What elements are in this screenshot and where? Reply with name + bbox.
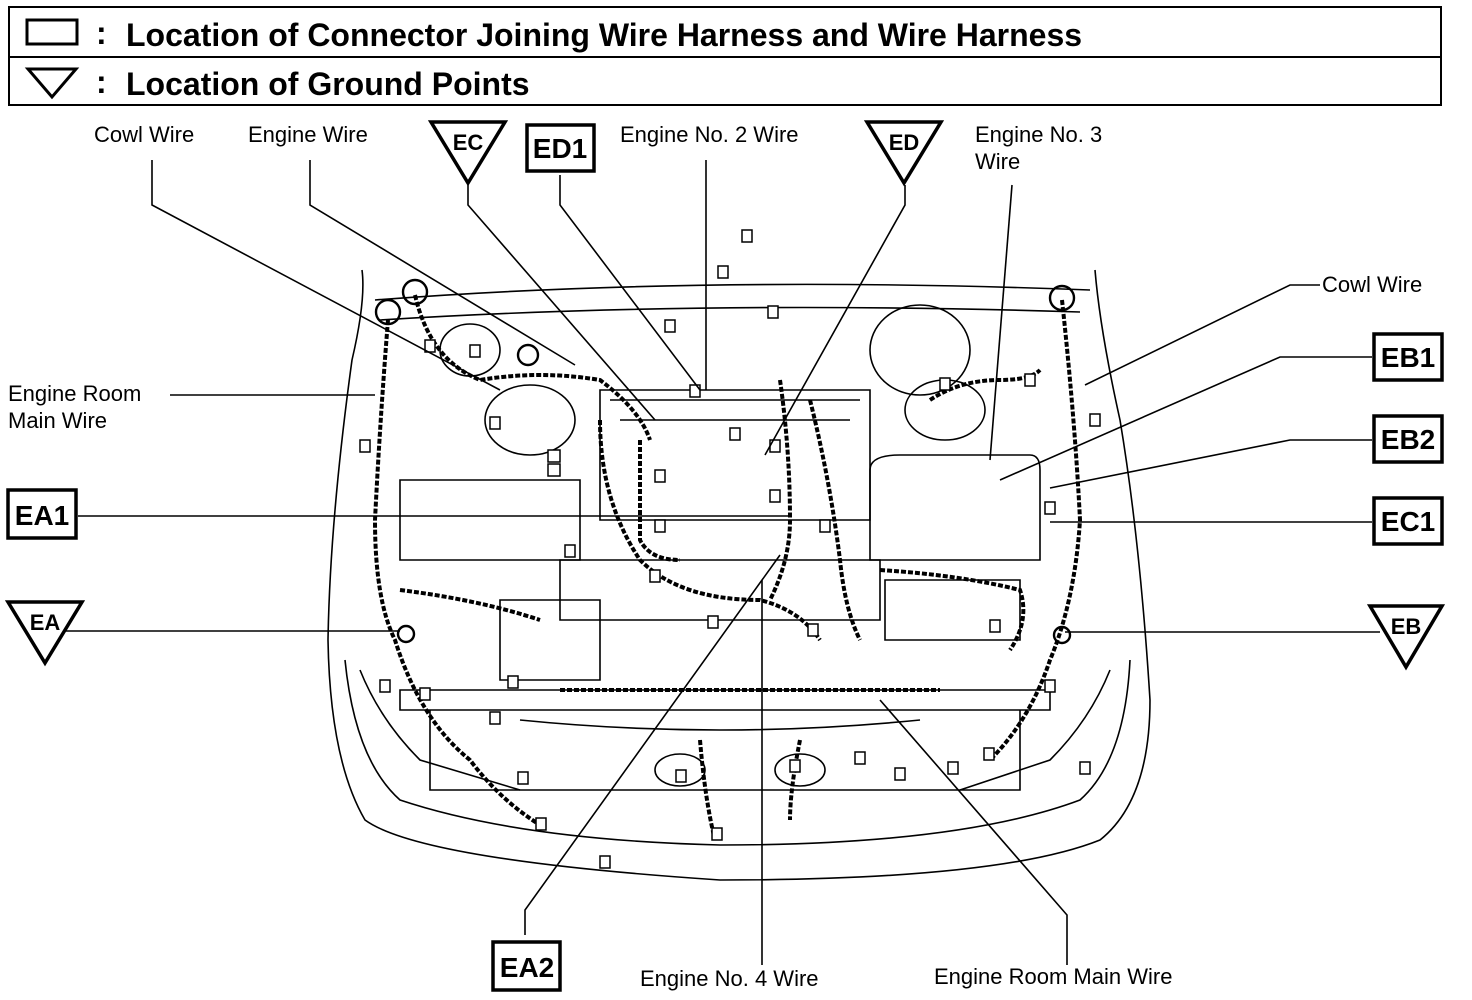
legend-ground-text: Location of Ground Points — [126, 66, 530, 102]
ground-ed: ED — [863, 120, 945, 187]
label-engine-no3-wire: Engine No. 3 — [975, 122, 1102, 147]
label-engine-room-main-wire: Engine Room — [8, 381, 141, 406]
connector-code: EB2 — [1381, 424, 1435, 455]
connector-plugs — [359, 229, 1101, 869]
connector-code: EB1 — [1381, 342, 1435, 373]
engine-bay-drawing — [327, 269, 1151, 881]
legend-row-ground: : Location of Ground Points — [10, 57, 1440, 105]
label-engine-no4-wire: Engine No. 4 Wire — [640, 966, 819, 991]
connector-ed1: ED1 — [525, 123, 596, 173]
connector-code: EA2 — [500, 952, 554, 983]
label-engine-room-main-wire: Main Wire — [8, 408, 107, 433]
connector-ea1: EA1 — [6, 488, 78, 540]
ground-ea: EA — [4, 600, 86, 667]
ground-bolts — [374, 278, 1076, 645]
connector-eb2: EB2 — [1372, 414, 1444, 464]
connector-code: EC1 — [1381, 506, 1435, 537]
connector-eb1: EB1 — [1372, 332, 1444, 382]
label-cowl-wire-right: Cowl Wire — [1322, 272, 1422, 297]
label-engine-no3-wire: Wire — [975, 149, 1020, 174]
ground-eb: EB — [1366, 604, 1446, 671]
ground-code: EA — [30, 610, 61, 635]
ground-code: EC — [453, 130, 484, 155]
ground-code: EB — [1391, 614, 1422, 639]
legend-colon: : — [96, 15, 107, 51]
connector-ea2: EA2 — [491, 940, 562, 992]
label-cowl-wire-left: Cowl Wire — [94, 122, 194, 147]
ground-symbol-icon — [24, 67, 80, 100]
legend-colon: : — [96, 64, 107, 100]
label-engine-wire: Engine Wire — [248, 122, 368, 147]
ground-ec: EC — [427, 120, 509, 187]
ground-code: ED — [889, 130, 920, 155]
connector-code: ED1 — [533, 133, 587, 164]
legend-connector-text: Location of Connector Joining Wire Harne… — [126, 17, 1083, 53]
label-engine-no2-wire: Engine No. 2 Wire — [620, 122, 799, 147]
connector-ec1: EC1 — [1372, 496, 1444, 546]
label-engine-room-main-wire-bottom: Engine Room Main Wire — [934, 964, 1172, 989]
leader-lines — [66, 160, 1380, 965]
legend-box: : Location of Connector Joining Wire Har… — [8, 6, 1442, 106]
wire-harness-drawing — [372, 294, 1083, 841]
connector-code: EA1 — [15, 500, 69, 531]
legend-row-connector: : Location of Connector Joining Wire Har… — [10, 8, 1440, 58]
connector-symbol-icon — [25, 18, 79, 46]
